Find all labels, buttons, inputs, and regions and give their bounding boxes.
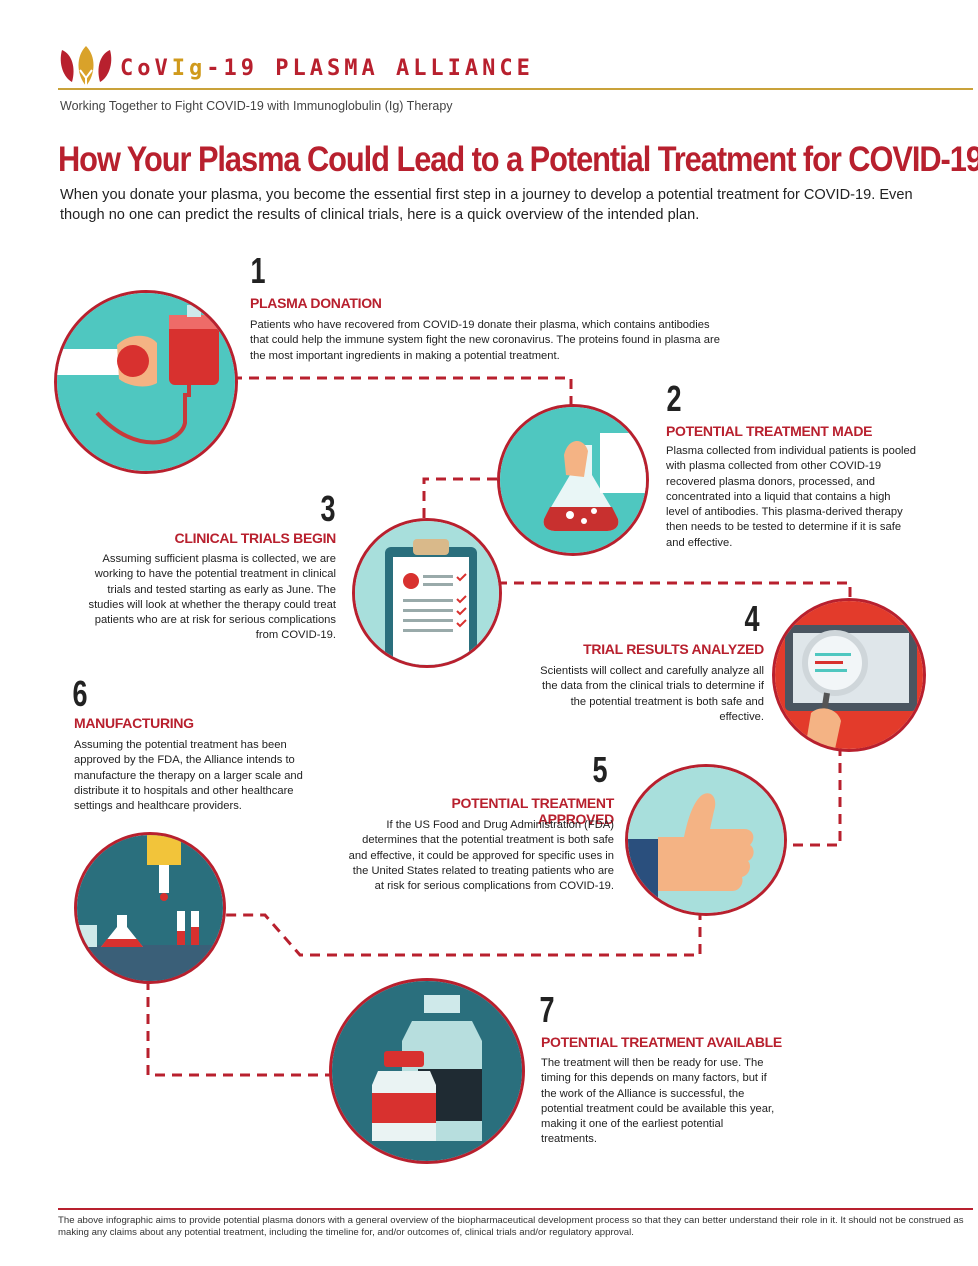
blood-bag-hand-icon (54, 290, 238, 474)
brand-name: CoVIg-19 PLASMA ALLIANCE (120, 56, 534, 81)
step-4-number: 4 (744, 598, 760, 639)
clipboard-icon (352, 518, 502, 668)
lab-equipment-icon (74, 832, 226, 984)
step-7-title: POTENTIAL TREATMENT AVAILABLE (541, 1034, 782, 1050)
step-2-number: 2 (666, 378, 682, 419)
footer-divider (58, 1208, 973, 1210)
step-2-title: POTENTIAL TREATMENT MADE (666, 423, 873, 439)
step-7-text: The treatment will then be ready for use… (541, 1057, 775, 1146)
intro-paragraph: When you donate your plasma, you become … (60, 187, 913, 223)
flask-icon (497, 404, 649, 556)
step-1-title: PLASMA DONATION (250, 295, 382, 311)
page-title: How Your Plasma Could Lead to a Potentia… (58, 140, 978, 179)
step-5-text: If the US Food and Drug Administration (… (348, 819, 614, 893)
step-3-text: Assuming sufficient plasma is collected,… (88, 553, 336, 642)
step-1-number: 1 (250, 250, 266, 291)
step-5-number: 5 (592, 749, 608, 790)
step-5-title: POTENTIAL TREATMENT APPROVED (451, 795, 614, 827)
step-6-title: MANUFACTURING (74, 715, 194, 731)
vial-bottles-icon (329, 978, 525, 1164)
header-divider (58, 88, 973, 90)
tagline: Working Together to Fight COVID-19 with … (60, 99, 453, 113)
step-6-number: 6 (72, 673, 88, 714)
footer-disclaimer: The above infographic aims to provide po… (58, 1215, 964, 1238)
step-2-text: Plasma collected from individual patient… (666, 445, 916, 549)
thumbs-up-icon (625, 764, 787, 916)
step-4-title: TRIAL RESULTS ANALYZED (583, 641, 764, 657)
step-7-number: 7 (539, 989, 555, 1030)
magnifier-monitor-icon (772, 598, 926, 752)
step-1-text: Patients who have recovered from COVID-1… (250, 319, 720, 362)
step-4-text: Scientists will collect and carefully an… (540, 665, 764, 723)
step-6-text: Assuming the potential treatment has bee… (74, 739, 303, 813)
step-3-title: CLINICAL TRIALS BEGIN (174, 530, 337, 546)
alliance-logo-icon (58, 44, 114, 88)
step-3-number: 3 (320, 488, 336, 529)
